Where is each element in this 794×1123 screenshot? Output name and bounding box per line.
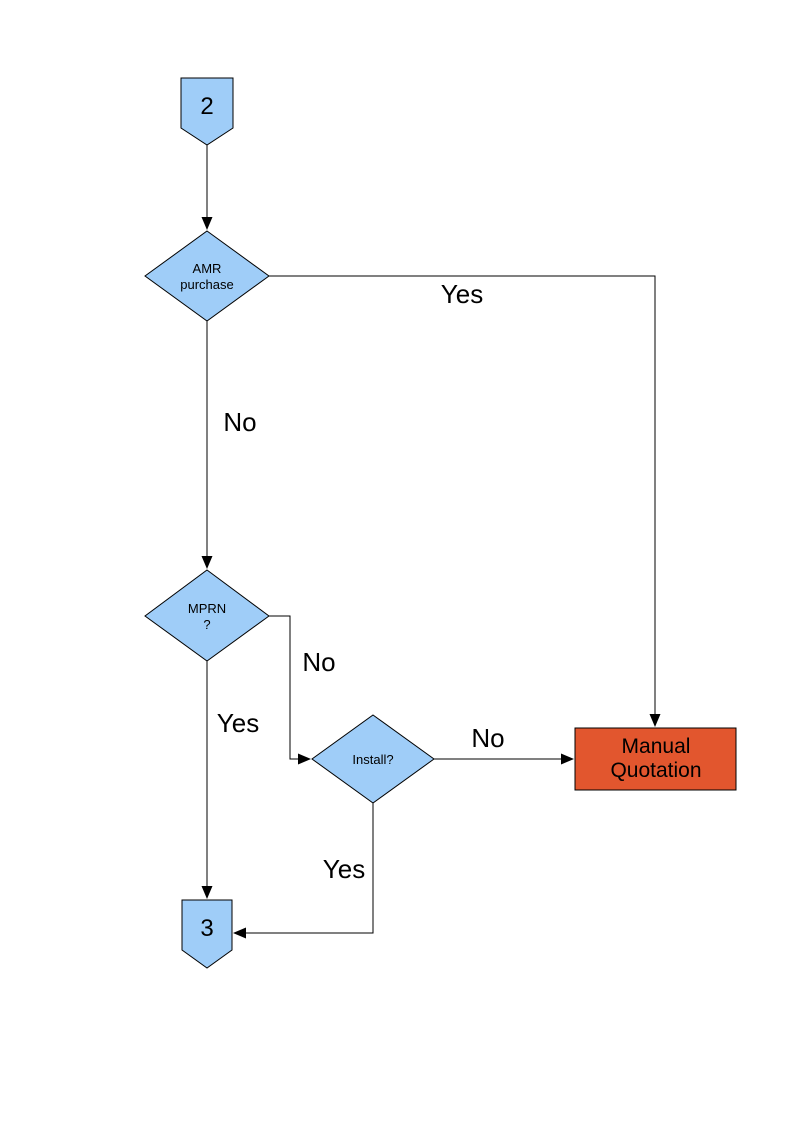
amr-purchase-decision-label: AMR purchase <box>180 261 233 293</box>
amr-label-line1: AMR <box>192 261 222 276</box>
offpage-connector-3-label: 3 <box>200 915 214 942</box>
amr-no-edge-label: No <box>223 407 257 437</box>
install-decision-label: Install? <box>352 752 394 767</box>
mprn-decision-shape <box>144 569 270 662</box>
mprn-no-edge-label: No <box>302 647 336 677</box>
edge-amr-yes-to-manual-quotation <box>269 275 661 727</box>
offpage-connector-3-shape <box>181 899 233 969</box>
offpage-connector-2-shape <box>180 77 234 146</box>
install-decision-shape <box>311 714 435 804</box>
amr-yes-edge-label: Yes <box>440 279 484 309</box>
amr-label-line2: purchase <box>180 277 234 292</box>
mprn-label-line2: ? <box>203 617 211 632</box>
manual-quotation-box-shape <box>574 727 737 791</box>
amr-purchase-decision-shape <box>144 230 270 322</box>
manual-quotation-label: Manual Quotation <box>610 735 701 783</box>
manual-quotation-line1: Manual <box>621 735 691 758</box>
mprn-yes-edge-label: Yes <box>216 708 260 738</box>
offpage-connector-2-label: 2 <box>200 93 214 120</box>
install-no-edge-label: No <box>471 723 505 753</box>
mprn-decision-label: MPRN ? <box>188 601 226 633</box>
edge-mprn-no-to-install <box>269 615 311 765</box>
manual-quotation-line2: Quotation <box>610 759 702 782</box>
install-yes-edge-label: Yes <box>322 854 366 884</box>
edge-install-yes-to-connector3 <box>233 803 374 939</box>
mprn-label-line1: MPRN <box>187 601 227 616</box>
